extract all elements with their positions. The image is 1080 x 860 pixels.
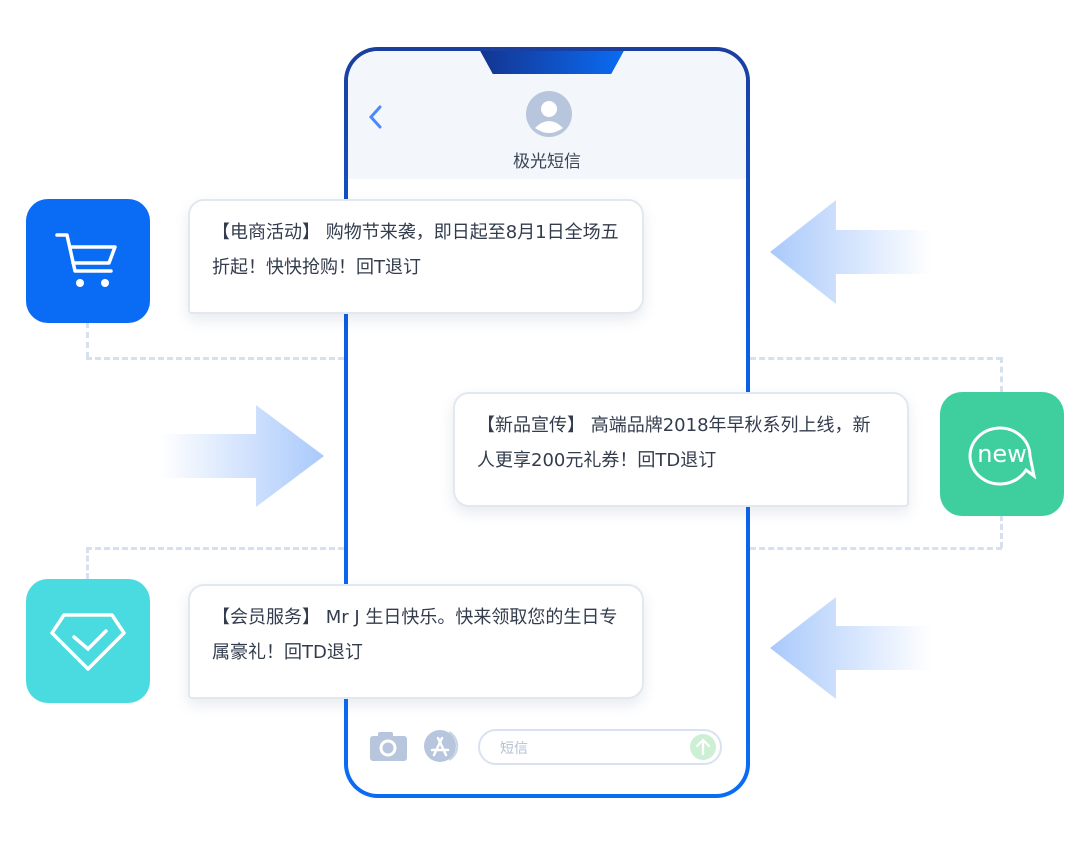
connector-line (1000, 515, 1003, 548)
arrow-left-icon (770, 200, 932, 304)
message-bubble-ecommerce: 【电商活动】 购物节来袭，即日起至8月1日全场五折起！快快抢购！回T退订 (188, 199, 644, 314)
back-chevron-icon[interactable] (368, 105, 384, 129)
contact-name: 极光短信 (513, 152, 581, 172)
new-app: new (940, 392, 1064, 516)
message-text: 【新品宣传】 高端品牌2018年早秋系列上线，新人更享200元礼券！回TD退订 (477, 415, 871, 471)
avatar (526, 91, 572, 137)
connector-line (1000, 357, 1003, 392)
app-store-icon[interactable] (423, 729, 465, 763)
shopping-cart-icon (55, 233, 117, 287)
connector-line (750, 357, 1002, 360)
arrow-right-icon (160, 405, 324, 507)
message-bubble-new-product: 【新品宣传】 高端品牌2018年早秋系列上线，新人更享200元礼券！回TD退订 (453, 392, 909, 507)
camera-icon[interactable] (370, 731, 408, 761)
message-text: 【会员服务】 Mr J 生日快乐。快来领取您的生日专属豪礼！回TD退订 (212, 607, 618, 663)
phone-notch (478, 51, 626, 74)
svg-text:new: new (977, 440, 1027, 468)
shopping-cart-app (26, 199, 150, 323)
connector-line (86, 357, 344, 360)
diamond-app (26, 579, 150, 703)
connector-line (86, 322, 89, 358)
connector-line (750, 547, 1002, 550)
message-text: 【电商活动】 购物节来袭，即日起至8月1日全场五折起！快快抢购！回T退订 (212, 222, 619, 278)
connector-line (86, 547, 89, 579)
conversation-header: 极光短信 (348, 51, 746, 179)
message-input[interactable]: 短信 (478, 729, 722, 765)
diamond-icon (50, 613, 126, 671)
arrow-left-icon (770, 597, 932, 699)
message-input-placeholder: 短信 (500, 741, 528, 757)
connector-line (86, 547, 344, 550)
message-bubble-membership: 【会员服务】 Mr J 生日快乐。快来领取您的生日专属豪礼！回TD退订 (188, 584, 644, 699)
send-arrow-icon[interactable] (690, 734, 716, 760)
new-chat-icon: new (968, 426, 1037, 486)
